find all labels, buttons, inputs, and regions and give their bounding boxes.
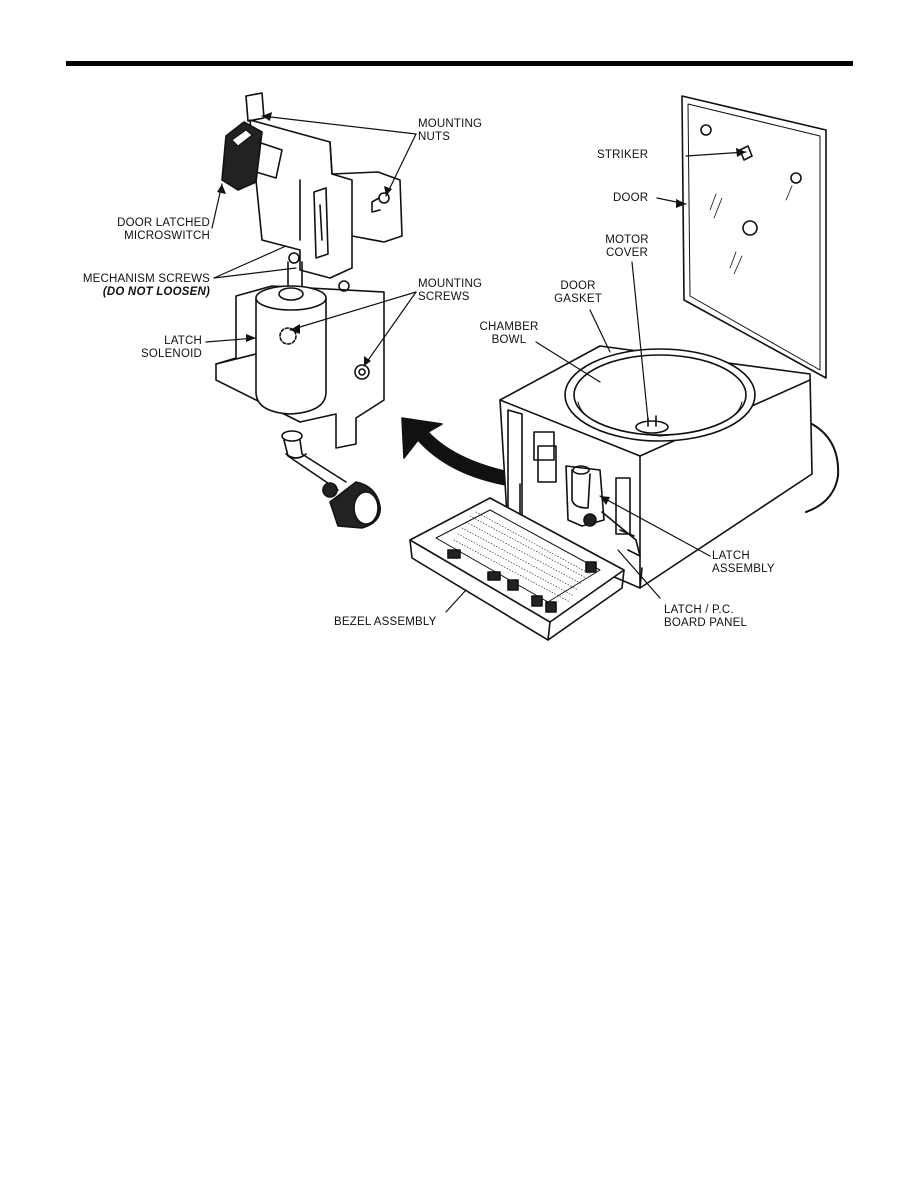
door-panel [681,95,827,379]
motor-cover-hub [635,420,669,434]
removal-arrow [401,417,519,487]
striker-plate [739,145,753,161]
do-not-loosen-warning: (DO NOT LOOSEN) [102,286,210,298]
label-bezel-assembly: BEZEL ASSEMBLY [334,616,437,628]
bezel-assembly-part [409,497,625,641]
label-striker: STRIKER [597,149,649,161]
latch-solenoid-body [255,297,327,415]
label-door-gasket: DOOR GASKET [554,280,602,305]
label-motor-cover: MOTOR COVER [605,234,649,259]
latch-assembly-mini [571,469,591,509]
label-chamber-bowl: CHAMBER BOWL [479,321,539,346]
label-latch-assembly: LATCH ASSEMBLY [712,550,775,575]
centrifuge-body [499,95,840,589]
label-door-latched-microswitch: DOOR LATCHED MICROSWITCH [117,217,210,242]
label-latch-solenoid: LATCH SOLENOID [140,335,202,360]
label-door: DOOR [613,192,649,204]
door-gasket-ring [564,348,756,442]
latch-assembly-detail [215,92,403,529]
door-latched-microswitch-body [221,121,263,191]
label-mounting-nuts: MOUNTING NUTS [418,118,483,143]
mounting-nut-right [378,192,390,204]
label-mechanism-screws: MECHANISM SCREWS (DO NOT LOOSEN) [60,273,210,299]
mounting-screw-icon [354,364,370,380]
label-latch-pc-board-panel: LATCH / P.C. BOARD PANEL [664,604,748,629]
header-rule [66,61,853,66]
label-mounting-screws: MOUNTING SCREWS [418,278,483,303]
